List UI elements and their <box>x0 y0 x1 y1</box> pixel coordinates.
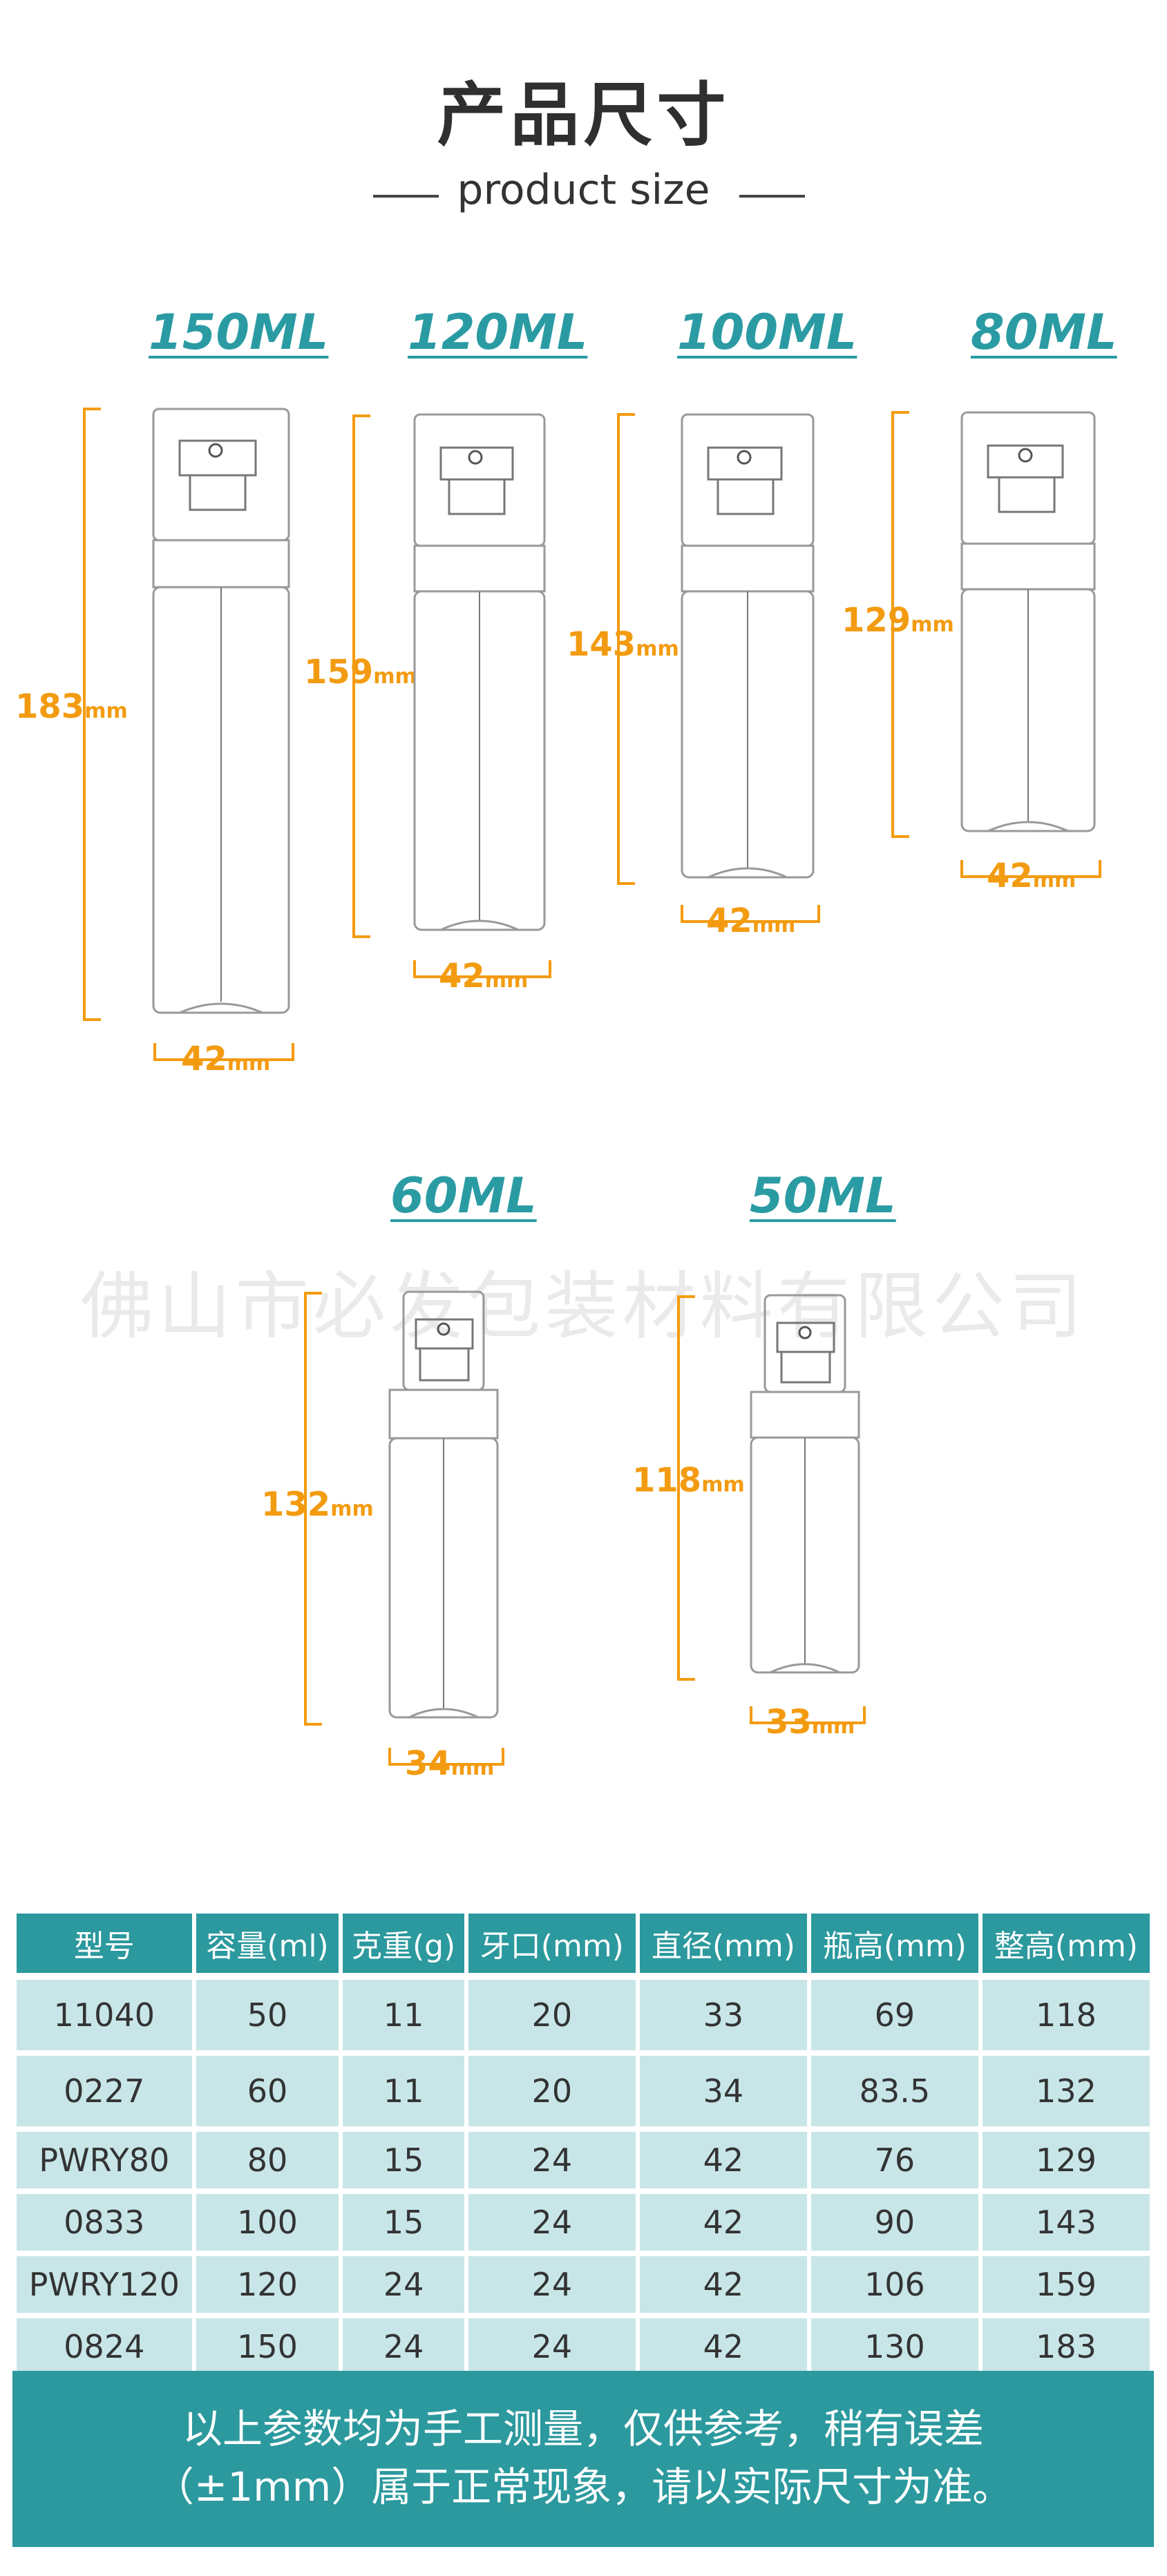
capacity-label: 50ML <box>750 1167 896 1224</box>
table-cell: 132 <box>982 2056 1150 2132</box>
table-cell: 34 <box>639 2056 807 2132</box>
height-dimension: 143mm <box>567 625 679 664</box>
note-line-1: 以上参数均为手工测量，仅供参考，稍有误差 <box>182 2405 984 2452</box>
capacity-label: 100ML <box>677 304 857 361</box>
bottle-drawing <box>750 1294 860 1674</box>
table-cell: PWRY80 <box>17 2132 192 2194</box>
table-cell: 42 <box>639 2132 807 2194</box>
table-cell: 106 <box>810 2256 978 2318</box>
height-bracket <box>891 411 909 838</box>
table-cell: 60 <box>196 2056 339 2132</box>
table-cell: 15 <box>343 2194 464 2256</box>
table-row: 0824 150 24 24 42 130 183 <box>17 2318 1150 2381</box>
capacity-label: 80ML <box>971 304 1117 361</box>
table-cell: 24 <box>468 2194 636 2256</box>
bottle-drawing <box>960 411 1096 832</box>
table-cell: 80 <box>196 2132 339 2194</box>
header-diameter: 直径(mm) <box>639 1914 807 1980</box>
table-cell: 11040 <box>17 1980 192 2056</box>
header-weight: 克重(g) <box>343 1914 464 1980</box>
table-cell: PWRY120 <box>17 2256 192 2318</box>
table-cell: 150 <box>196 2318 339 2381</box>
table-cell: 120 <box>196 2256 339 2318</box>
width-bracket <box>960 860 1101 878</box>
height-bracket <box>83 408 101 1021</box>
bottle-drawing <box>388 1290 499 1719</box>
width-bracket <box>153 1043 294 1061</box>
table-cell: 42 <box>639 2194 807 2256</box>
company-watermark: 佛山市必发包装材料有限公司 <box>80 1264 1087 1349</box>
table-cell: 143 <box>982 2194 1150 2256</box>
width-dimension: 42mm <box>706 901 796 940</box>
subtitle-divider-left <box>373 195 439 198</box>
table-cell: 24 <box>468 2256 636 2318</box>
page-subtitle: product size <box>457 166 710 214</box>
width-dimension: 42mm <box>987 857 1076 895</box>
table-cell: 100 <box>196 2194 339 2256</box>
header-total-height: 整高(mm) <box>982 1914 1150 1980</box>
table-cell: 42 <box>639 2256 807 2318</box>
table-cell: 69 <box>810 1980 978 2056</box>
table-cell: 24 <box>343 2256 464 2318</box>
capacity-label: 60ML <box>390 1167 537 1224</box>
table-cell: 118 <box>982 1980 1150 2056</box>
table-cell: 0227 <box>17 2056 192 2132</box>
table-row: PWRY80 80 15 24 42 76 129 <box>17 2132 1150 2194</box>
height-bracket <box>617 413 635 885</box>
table-cell: 159 <box>982 2256 1150 2318</box>
table-cell: 76 <box>810 2132 978 2194</box>
capacity-label: 120ML <box>408 304 588 361</box>
table-cell: 15 <box>343 2132 464 2194</box>
width-dimension: 42mm <box>181 1040 271 1078</box>
table-cell: 50 <box>196 1980 339 2056</box>
width-bracket <box>413 960 551 978</box>
width-bracket <box>750 1706 866 1724</box>
height-bracket <box>352 414 370 938</box>
table-row: 11040 50 11 20 33 69 118 <box>17 1980 1150 2056</box>
header-bottle-height: 瓶高(mm) <box>810 1914 978 1980</box>
page-title: 产品尺寸 <box>437 75 730 155</box>
height-dimension: 183mm <box>15 687 128 726</box>
table-row: 0833 100 15 24 42 90 143 <box>17 2194 1150 2256</box>
table-cell: 20 <box>468 2056 636 2132</box>
height-dimension: 132mm <box>261 1485 374 1524</box>
width-dimension: 33mm <box>766 1703 855 1742</box>
table-cell: 129 <box>982 2132 1150 2194</box>
table-cell: 11 <box>343 1980 464 2056</box>
note-line-2: （±1mm）属于正常现象，请以实际尺寸为准。 <box>153 2463 1013 2510</box>
width-dimension: 34mm <box>405 1744 495 1783</box>
table-cell: 11 <box>343 2056 464 2132</box>
table-cell: 24 <box>468 2132 636 2194</box>
table-cell: 33 <box>639 1980 807 2056</box>
table-row: 0227 60 11 20 34 83.5 132 <box>17 2056 1150 2132</box>
capacity-label: 150ML <box>149 304 329 361</box>
header-model: 型号 <box>17 1914 192 1980</box>
table-cell: 90 <box>810 2194 978 2256</box>
header-neck: 牙口(mm) <box>468 1914 636 1980</box>
header-capacity: 容量(ml) <box>196 1914 339 1980</box>
height-bracket <box>677 1295 695 1681</box>
disclaimer-note: 以上参数均为手工测量，仅供参考，稍有误差 （±1mm）属于正常现象，请以实际尺寸… <box>12 2371 1154 2547</box>
height-bracket <box>304 1292 322 1726</box>
subtitle-divider-right <box>739 195 805 198</box>
height-dimension: 118mm <box>632 1461 745 1500</box>
width-bracket <box>388 1748 504 1766</box>
table-cell: 0833 <box>17 2194 192 2256</box>
width-dimension: 42mm <box>439 957 529 995</box>
table-row: PWRY120 120 24 24 42 106 159 <box>17 2256 1150 2318</box>
table-header-row: 型号 容量(ml) 克重(g) 牙口(mm) 直径(mm) 瓶高(mm) 整高(… <box>17 1914 1150 1980</box>
table-cell: 20 <box>468 1980 636 2056</box>
spec-table: 型号 容量(ml) 克重(g) 牙口(mm) 直径(mm) 瓶高(mm) 整高(… <box>12 1914 1154 2381</box>
table-cell: 83.5 <box>810 2056 978 2132</box>
bottle-drawing <box>152 408 290 1014</box>
height-dimension: 159mm <box>304 653 417 691</box>
bottle-drawing <box>413 413 546 931</box>
width-bracket <box>681 905 820 923</box>
bottle-drawing <box>681 413 815 879</box>
height-dimension: 129mm <box>842 601 954 640</box>
